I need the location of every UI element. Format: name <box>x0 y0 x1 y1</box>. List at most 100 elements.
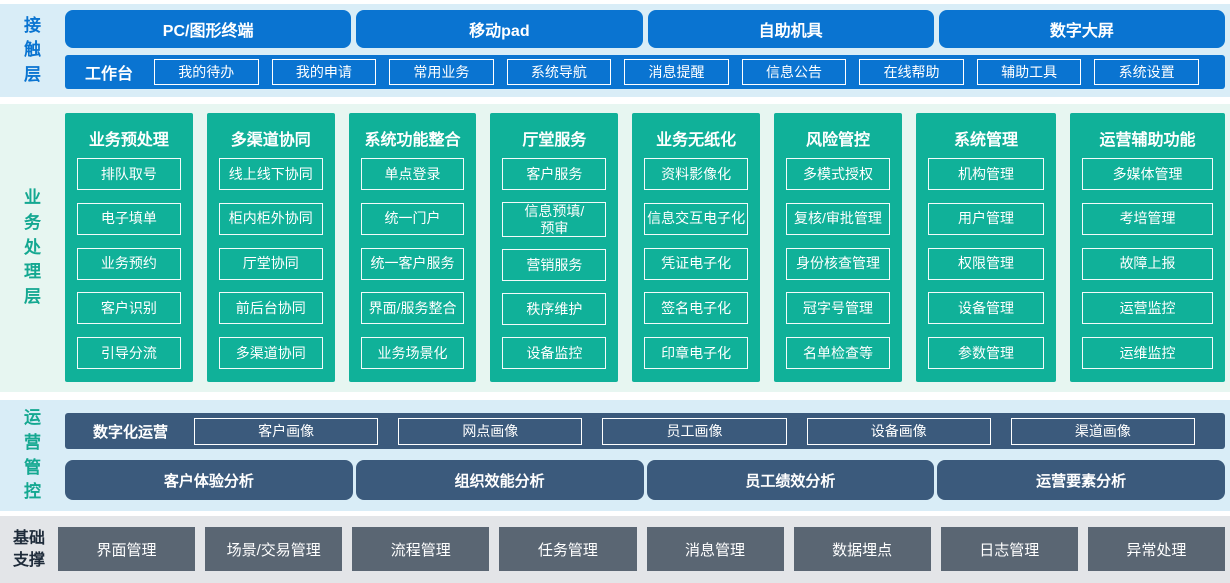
workbench-item-my-applications[interactable]: 我的申请 <box>271 59 377 85</box>
module-item[interactable]: 多渠道协同 <box>218 337 323 369</box>
terminal-self-service-machine[interactable]: 自助机具 <box>647 10 934 48</box>
ui-management[interactable]: 界面管理 <box>58 527 196 571</box>
employee-portrait[interactable]: 员工画像 <box>602 417 787 445</box>
analysis-row: 客户体验分析 组织效能分析 员工绩效分析 运营要素分析 <box>65 460 1225 500</box>
module-item[interactable]: 印章电子化 <box>644 337 749 369</box>
column-items: 机构管理 用户管理 权限管理 设备管理 参数管理 <box>927 158 1045 369</box>
exception-handling[interactable]: 异常处理 <box>1087 527 1225 571</box>
module-item[interactable]: 营销服务 <box>502 249 607 282</box>
foundation-layer-label: 基础支撑 <box>12 529 45 569</box>
foundation-layer-band: 基础支撑 界面管理 场景/交易管理 流程管理 任务管理 消息管理 数据埋点 日志… <box>0 516 1230 583</box>
contact-layer-rail: 接触层 <box>0 4 65 97</box>
module-item[interactable]: 权限管理 <box>927 247 1045 280</box>
module-item[interactable]: 引导分流 <box>77 337 181 369</box>
column-items: 客户服务 信息预填/ 预审 营销服务 秩序维护 设备监控 <box>502 158 607 369</box>
column-multi-channel-collaboration: 多渠道协同 线上线下协同 柜内柜外协同 厅堂协同 前后台协同 多渠道协同 <box>206 113 335 382</box>
terminal-pc-graphic[interactable]: PC/图形终端 <box>65 10 352 48</box>
module-item[interactable]: 业务场景化 <box>360 337 465 369</box>
foundation-layer-rail: 基础支撑 <box>0 516 58 583</box>
operations-layer-content: 数字化运营 客户画像 网点画像 员工画像 设备画像 渠道画像 客户体验分析 组织… <box>65 400 1230 511</box>
column-title: 多渠道协同 <box>230 132 311 149</box>
module-item[interactable]: 前后台协同 <box>218 292 323 325</box>
column-title: 系统管理 <box>954 132 1019 149</box>
module-item[interactable]: 信息预填/ 预审 <box>502 201 607 238</box>
workbench-item-system-settings[interactable]: 系统设置 <box>1094 59 1199 85</box>
module-item[interactable]: 信息交互电子化 <box>644 202 749 235</box>
column-business-preprocessing: 业务预处理 排队取号 电子填单 业务预约 客户识别 引导分流 <box>65 113 193 382</box>
column-paperless-business: 业务无纸化 资料影像化 信息交互电子化 凭证电子化 签名电子化 印章电子化 <box>632 113 761 382</box>
module-item[interactable]: 身份核查管理 <box>786 247 890 280</box>
workbench-item-system-navigation[interactable]: 系统导航 <box>506 59 612 85</box>
module-item[interactable]: 签名电子化 <box>644 292 749 325</box>
workbench-item-online-help[interactable]: 在线帮助 <box>859 59 964 85</box>
column-title: 系统功能整合 <box>364 132 461 149</box>
log-management[interactable]: 日志管理 <box>940 527 1078 571</box>
module-item[interactable]: 电子填单 <box>77 202 181 235</box>
module-item[interactable]: 考培管理 <box>1082 202 1213 235</box>
module-item[interactable]: 参数管理 <box>927 337 1045 369</box>
channel-portrait[interactable]: 渠道画像 <box>1010 417 1196 445</box>
device-portrait[interactable]: 设备画像 <box>806 417 991 445</box>
module-item[interactable]: 名单检查等 <box>786 337 890 369</box>
module-item[interactable]: 冠字号管理 <box>786 292 890 325</box>
workbench-item-message-reminder[interactable]: 消息提醒 <box>624 59 729 85</box>
module-item[interactable]: 界面/服务整合 <box>360 292 465 325</box>
operation-factor-analysis[interactable]: 运营要素分析 <box>937 460 1225 500</box>
customer-portrait[interactable]: 客户画像 <box>194 417 379 445</box>
terminal-mobile-pad[interactable]: 移动pad <box>356 10 643 48</box>
module-item[interactable]: 厅堂协同 <box>218 247 323 280</box>
module-item[interactable]: 排队取号 <box>77 158 181 190</box>
module-item[interactable]: 用户管理 <box>927 202 1045 235</box>
column-title: 厅堂服务 <box>522 132 587 149</box>
data-tracking[interactable]: 数据埋点 <box>793 527 931 571</box>
workbench-item-auxiliary-tools[interactable]: 辅助工具 <box>976 59 1082 85</box>
module-item[interactable]: 单点登录 <box>360 158 465 190</box>
workbench-item-info-announcement[interactable]: 信息公告 <box>741 59 847 85</box>
business-layer-band: 业务处理层 业务预处理 排队取号 电子填单 业务预约 客户识别 引导分流 多渠道… <box>0 104 1230 392</box>
column-risk-control: 风险管控 多模式授权 复核/审批管理 身份核查管理 冠字号管理 名单检查等 <box>774 113 902 382</box>
module-item[interactable]: 机构管理 <box>927 158 1045 190</box>
module-item[interactable]: 多媒体管理 <box>1082 158 1213 190</box>
organization-efficiency-analysis[interactable]: 组织效能分析 <box>355 460 644 500</box>
module-item[interactable]: 业务预约 <box>77 247 181 280</box>
module-item[interactable]: 运营监控 <box>1082 292 1213 325</box>
module-item[interactable]: 秩序维护 <box>502 293 607 326</box>
module-item[interactable]: 资料影像化 <box>644 158 749 190</box>
operations-layer-rail: 运营管控 <box>0 400 65 511</box>
column-items: 单点登录 统一门户 统一客户服务 界面/服务整合 业务场景化 <box>360 158 465 369</box>
module-item[interactable]: 柜内柜外协同 <box>218 202 323 235</box>
module-item[interactable]: 故障上报 <box>1082 247 1213 280</box>
module-item[interactable]: 线上线下协同 <box>218 158 323 190</box>
branch-portrait[interactable]: 网点画像 <box>398 417 583 445</box>
operations-layer-band: 运营管控 数字化运营 客户画像 网点画像 员工画像 设备画像 渠道画像 客户体验… <box>0 400 1230 511</box>
module-item[interactable]: 设备监控 <box>502 336 607 369</box>
terminal-row: PC/图形终端 移动pad 自助机具 数字大屏 <box>65 10 1225 48</box>
workbench-label: 工作台 <box>85 66 134 83</box>
module-item[interactable]: 设备管理 <box>927 292 1045 325</box>
module-item[interactable]: 多模式授权 <box>786 158 890 190</box>
column-hall-service: 厅堂服务 客户服务 信息预填/ 预审 营销服务 秩序维护 设备监控 <box>490 113 619 382</box>
process-management[interactable]: 流程管理 <box>352 527 490 571</box>
column-items: 排队取号 电子填单 业务预约 客户识别 引导分流 <box>77 158 181 369</box>
workbench-item-common-business[interactable]: 常用业务 <box>389 59 494 85</box>
contact-layer-label: 接触层 <box>23 15 41 84</box>
scene-transaction-management[interactable]: 场景/交易管理 <box>205 527 343 571</box>
workbench-item-my-todo[interactable]: 我的待办 <box>154 59 259 85</box>
module-item[interactable]: 复核/审批管理 <box>786 202 890 235</box>
terminal-digital-screen[interactable]: 数字大屏 <box>938 10 1225 48</box>
task-management[interactable]: 任务管理 <box>499 527 637 571</box>
employee-performance-analysis[interactable]: 员工绩效分析 <box>646 460 935 500</box>
column-system-management: 系统管理 机构管理 用户管理 权限管理 设备管理 参数管理 <box>915 113 1057 382</box>
module-item[interactable]: 统一客户服务 <box>360 247 465 280</box>
business-columns: 业务预处理 排队取号 电子填单 业务预约 客户识别 引导分流 多渠道协同 线上线… <box>65 104 1230 392</box>
module-item[interactable]: 统一门户 <box>360 202 465 235</box>
column-items: 资料影像化 信息交互电子化 凭证电子化 签名电子化 印章电子化 <box>644 158 749 369</box>
operations-layer-label: 运营管控 <box>23 408 41 502</box>
customer-experience-analysis[interactable]: 客户体验分析 <box>65 460 353 500</box>
column-title: 业务预处理 <box>88 132 169 149</box>
module-item[interactable]: 凭证电子化 <box>644 247 749 280</box>
module-item[interactable]: 客户识别 <box>77 292 181 325</box>
module-item[interactable]: 客户服务 <box>502 158 607 190</box>
module-item[interactable]: 运维监控 <box>1082 337 1213 369</box>
message-management[interactable]: 消息管理 <box>646 527 784 571</box>
